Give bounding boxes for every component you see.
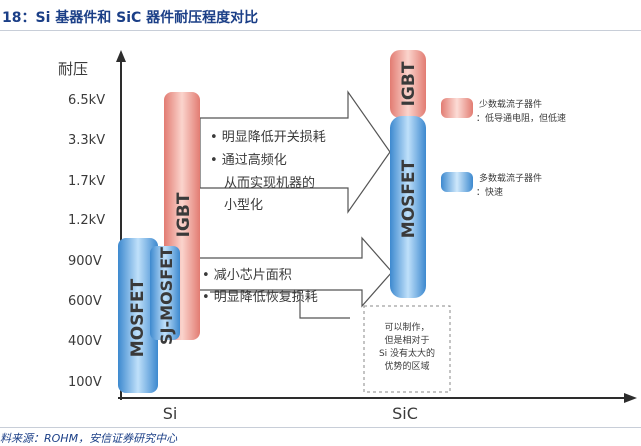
y-tick-label: 600V — [68, 294, 102, 309]
legend-majority-label: 多数载流子器件 — [479, 172, 542, 184]
lower-arrow-text-line: • 减小芯片面积 — [202, 268, 292, 283]
si-igbt-label: IGBT — [174, 192, 194, 237]
lower-bracket-line — [210, 291, 350, 319]
sic-igbt-label: IGBT — [399, 61, 419, 106]
si-sj-mosfet-bar — [150, 246, 180, 340]
x-axis-arrowhead — [624, 393, 637, 403]
title-divider — [0, 30, 641, 31]
dashed-box-text-line: 优势的区域 — [384, 360, 429, 372]
dashed-box-text-line: 可以制作， — [384, 321, 429, 333]
legend-minority-desc: ：低导通电阻，但低速 — [476, 112, 566, 124]
sic-mosfet-bar — [390, 116, 426, 298]
lower-transition-arrow — [194, 236, 393, 308]
x-label-si: Si — [163, 404, 178, 423]
y-tick-label: 6.5kV — [68, 93, 105, 108]
x-label-sic: SiC — [392, 404, 418, 423]
upper-arrow-text-line: 从而实现机器的 — [224, 175, 315, 191]
y-tick-label: 1.7kV — [68, 174, 105, 189]
y-tick-label: 1.2kV — [68, 213, 105, 228]
legend-majority-swatch — [441, 172, 473, 192]
upper-arrow-text-line: • 明显降低开关损耗 — [210, 130, 326, 145]
legend-minority-swatch — [441, 98, 473, 118]
sic-igbt-bar — [390, 50, 426, 118]
upper-arrow-text-line: 小型化 — [224, 198, 263, 213]
source-note: 料来源：ROHM，安信证券研究中心 — [0, 432, 178, 445]
dashed-box-text-line: 但是相对于 — [384, 334, 429, 346]
y-tick-label: 400V — [68, 334, 102, 349]
figure-title: 18：Si 基器件和 SiC 器件耐压程度对比 — [2, 10, 259, 26]
source-divider — [0, 427, 641, 428]
y-tick-label: 100V — [68, 375, 102, 390]
dashed-region-box — [363, 305, 451, 393]
sic-mosfet-label: MOSFET — [399, 159, 419, 238]
si-mosfet-bar — [118, 238, 158, 393]
y-axis-arrowhead — [116, 50, 126, 62]
y-tick-labels: 6.5kV 3.3kV 1.7kV 1.2kV 900V 600V 400V 1… — [68, 93, 105, 390]
y-tick-label: 900V — [68, 254, 102, 269]
dashed-box-text-line: Si 没有太大的 — [379, 347, 435, 359]
si-mosfet-label: MOSFET — [128, 278, 148, 357]
upper-transition-arrow — [199, 90, 391, 214]
legend-minority-label: 少数载流子器件 — [479, 98, 542, 110]
y-axis-title: 耐压 — [58, 60, 88, 78]
si-sj-mosfet-label: SJ-MOSFET — [157, 247, 176, 345]
lower-arrow-text-line: • 明显降低恢复损耗 — [202, 290, 318, 305]
upper-arrow-text-line: • 通过高频化 — [210, 152, 287, 168]
y-tick-label: 3.3kV — [68, 133, 105, 148]
legend-majority-desc: ：快速 — [476, 186, 503, 198]
